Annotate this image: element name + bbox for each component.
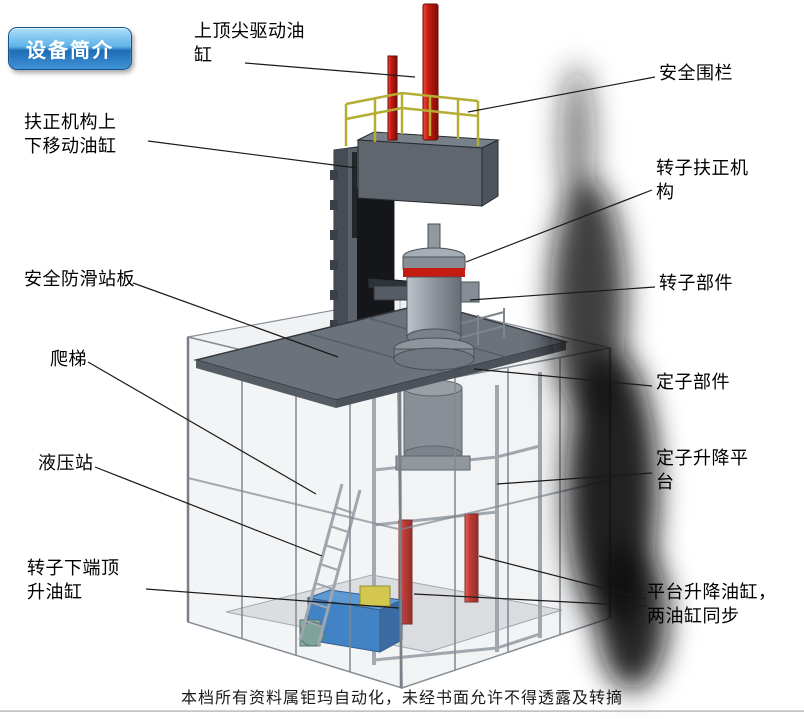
label-ladder: 爬梯: [50, 349, 87, 369]
anti-slip-platform-graphic: [193, 302, 569, 408]
label-safety-fence: 安全围栏: [659, 63, 733, 83]
label-centering-move-cylinder: 扶正机构上下移动油缸: [24, 112, 117, 156]
label-anti-slip-platform: 安全防滑站板: [24, 269, 135, 289]
stator-assembly: [395, 379, 471, 471]
label-top-drive-cylinder: 上顶尖驱动油缸: [194, 21, 305, 65]
label-stator-component: 定子部件: [656, 372, 730, 392]
top-drive-cylinder-graphic: [387, 3, 439, 141]
label-rotor-bottom-lift-cylinder: 转子下端顶升油缸: [27, 558, 120, 602]
label-stator-lift-platform: 定子升降平台: [656, 448, 749, 492]
label-rotor-component: 转子部件: [659, 273, 733, 293]
bottom-divider: [0, 710, 804, 712]
safety-fence-graphic: [344, 91, 480, 146]
safety-cage-front: [186, 336, 612, 690]
footer-note: 本档所有资料属钜玛自动化，未经书面允许不得透露及转摘: [180, 690, 623, 707]
leader-lines: [87, 62, 656, 609]
rotor-assembly-graphic: [367, 223, 480, 371]
label-hydraulic-station: 液压站: [38, 453, 94, 473]
platform-lift-cylinders-graphic: [398, 513, 479, 625]
label-platform-lift-cylinders: 平台升降油缸，两油缸同步: [647, 582, 777, 626]
title-badge: 设备简介: [8, 27, 132, 70]
smoke-artifact: [550, 65, 668, 690]
label-rotor-centering-mech: 转子扶正机构: [656, 158, 749, 202]
